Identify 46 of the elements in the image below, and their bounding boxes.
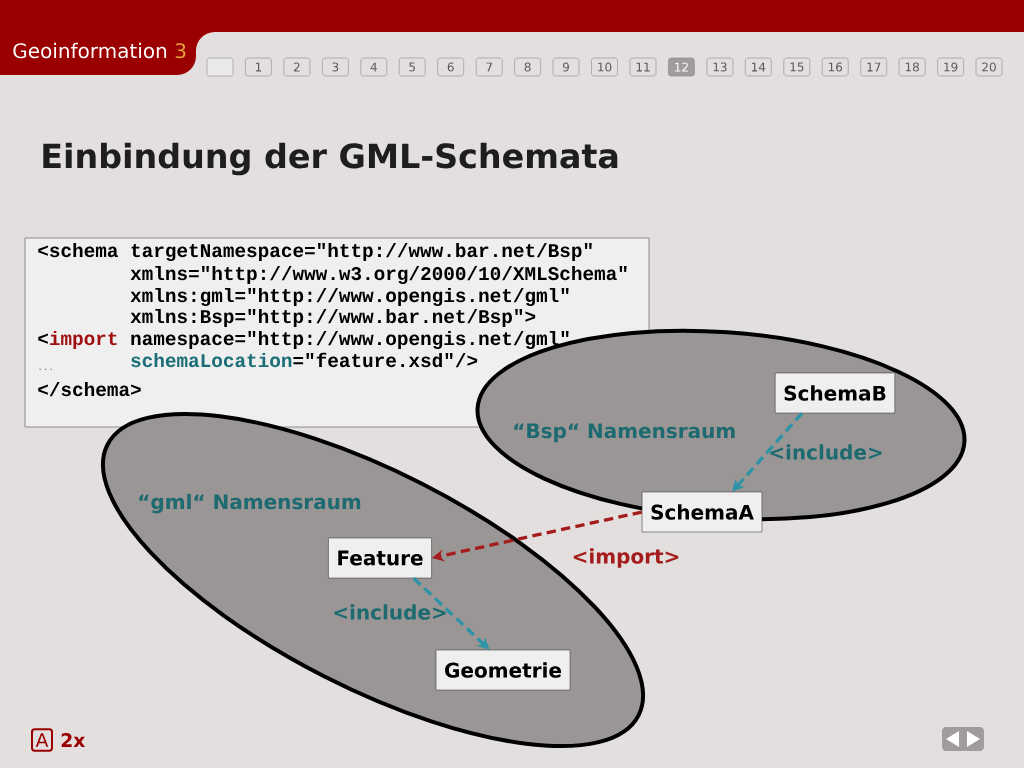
page-button: 19 [937, 57, 964, 77]
schema-box: SchemaA [641, 491, 763, 533]
page-button: 9 [552, 57, 580, 77]
page-button: 16 [821, 57, 849, 77]
namespace-label: “gml“ Namensraum [139, 493, 361, 514]
code-text: import [50, 331, 117, 349]
page-button: 17 [860, 57, 887, 77]
page-button: 20 [975, 57, 1003, 77]
page-button: 18 [898, 57, 926, 77]
page-button: 13 [706, 57, 734, 77]
page-button: 15 [783, 57, 811, 77]
edge-label: <include> [334, 604, 446, 620]
page-button: 11 [629, 57, 657, 77]
schema-box: Feature [328, 537, 432, 579]
code-text: xmlns:Bsp="http://www.bar.net/Bsp"> [130, 308, 536, 327]
page-button: 5 [398, 57, 426, 77]
code-text: </schema> [38, 382, 141, 397]
page-button: 1 [245, 57, 272, 77]
text-size-button: A [31, 728, 53, 752]
code-text: namespace="http://www.opengis.net/gml" [131, 330, 569, 350]
page-button: 10 [591, 57, 618, 77]
app-title: Geoinformation [13, 42, 167, 59]
page-button: 8 [514, 57, 541, 77]
page-button: 14 [745, 57, 772, 77]
namespace-label: “Bsp“ Namensraum [514, 423, 735, 443]
dashed-arrow [732, 412, 804, 492]
page-button: 7 [475, 57, 503, 77]
schema-box: Geometrie [435, 649, 571, 691]
schema-box: SchemaB [774, 372, 896, 414]
slide-title: Einbindung der GML-Schemata [43, 142, 618, 176]
edge-label: <include> [770, 444, 882, 460]
chapter-number: 3 [175, 43, 186, 59]
page-button: 12 [668, 57, 695, 77]
code-text: ="feature.xsd"/> [293, 352, 478, 368]
page-button: 2 [283, 57, 311, 77]
page-button: 3 [322, 57, 349, 77]
page-button: 4 [360, 57, 388, 77]
code-text: < [38, 333, 48, 344]
zoom-label: 2x [61, 733, 85, 747]
code-text: schemaLocation [131, 353, 292, 368]
code-text: <schema targetNamespace="http://www.bar.net/Bsp" [38, 242, 592, 262]
edge-label: <import> [573, 548, 679, 568]
code-text: ... [39, 368, 52, 370]
code-text: xmlns:gml="http://www.opengis.net/gml" [130, 287, 569, 307]
page-button: 6 [437, 57, 464, 77]
code-text: xmlns="http://www.w3.org/2000/10/XMLSchema" [130, 265, 627, 285]
